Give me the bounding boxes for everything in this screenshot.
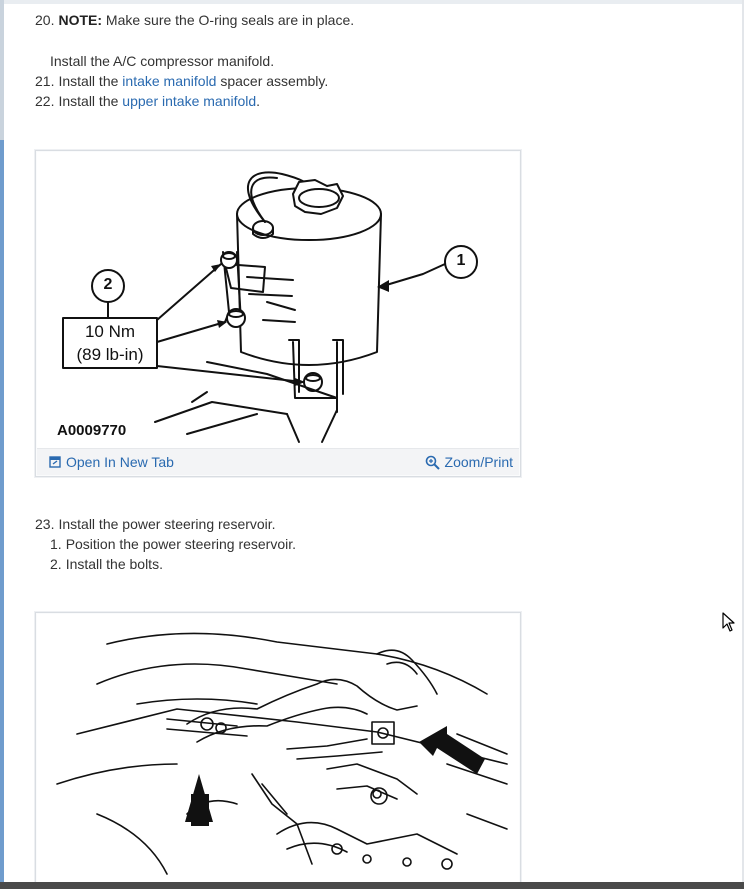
power-steering-reservoir-illustration[interactable]: 1 2 10 Nm (89 lb-in) A0009770 — [37, 152, 519, 448]
figure-footer: Open In New Tab Zoom/Print — [37, 448, 519, 475]
zoom-icon — [425, 455, 440, 470]
step-23-1: 1.Position the power steering reservoir. — [50, 535, 296, 553]
open-new-tab-button[interactable]: Open In New Tab — [49, 454, 174, 470]
reservoir-installation-illustration[interactable] — [37, 614, 519, 884]
step-number: 23. — [35, 516, 55, 532]
window-left-edge — [0, 0, 4, 889]
step-text: spacer assembly. — [216, 73, 329, 89]
torque-lb-in: (89 lb-in) — [76, 345, 144, 364]
step-number: 20. — [35, 12, 55, 28]
window-top-edge — [0, 0, 744, 4]
open-new-tab-label: Open In New Tab — [66, 454, 174, 470]
substep-text: Position the power steering reservoir. — [65, 536, 297, 552]
substep-number: 1. — [50, 536, 62, 552]
upper-intake-manifold-link[interactable]: upper intake manifold — [122, 93, 257, 109]
figure-panel-1: 1 2 10 Nm (89 lb-in) A0009770 Open In Ne… — [35, 150, 521, 477]
callout-2-label: 2 — [103, 276, 113, 293]
window-bottom-edge — [0, 882, 744, 889]
note-text: Make sure the O-ring seals are in place. — [102, 12, 355, 28]
figure-panel-2 — [35, 612, 521, 885]
substep-number: 2. — [50, 556, 62, 572]
step-text: Install the power steering reservoir. — [58, 516, 276, 532]
zoom-print-label: Zoom/Print — [444, 454, 513, 470]
torque-nm: 10 Nm — [84, 322, 136, 341]
step-21: 21.Install the intake manifold spacer as… — [35, 72, 328, 90]
intake-manifold-link[interactable]: intake manifold — [122, 73, 217, 89]
step-text: Install the — [58, 93, 123, 109]
reservoir-diagram — [62, 171, 478, 443]
window-right-edge — [742, 0, 744, 889]
step-23-2: 2.Install the bolts. — [50, 555, 163, 573]
step-number: 22. — [35, 93, 55, 109]
mouse-cursor-icon — [722, 612, 735, 632]
step-20-subtext: Install the A/C compressor manifold. — [50, 53, 275, 69]
engine-bay-diagram — [56, 632, 508, 875]
substep-text: Install the bolts. — [65, 556, 163, 572]
figure-id: A0009770 — [57, 422, 127, 439]
step-text: . — [256, 93, 261, 109]
zoom-print-button[interactable]: Zoom/Print — [425, 454, 513, 470]
callout-1-label: 1 — [456, 252, 466, 269]
note-label: NOTE: — [58, 12, 103, 28]
torque-spec: 10 Nm (89 lb-in) — [63, 320, 157, 366]
step-number: 21. — [35, 73, 55, 89]
step-23: 23.Install the power steering reservoir. — [35, 515, 276, 533]
step-22: 22.Install the upper intake manifold. — [35, 92, 260, 110]
open-new-tab-icon — [49, 456, 61, 468]
step-text: Install the — [58, 73, 123, 89]
step-20: 20.NOTE: Make sure the O-ring seals are … — [35, 11, 354, 29]
